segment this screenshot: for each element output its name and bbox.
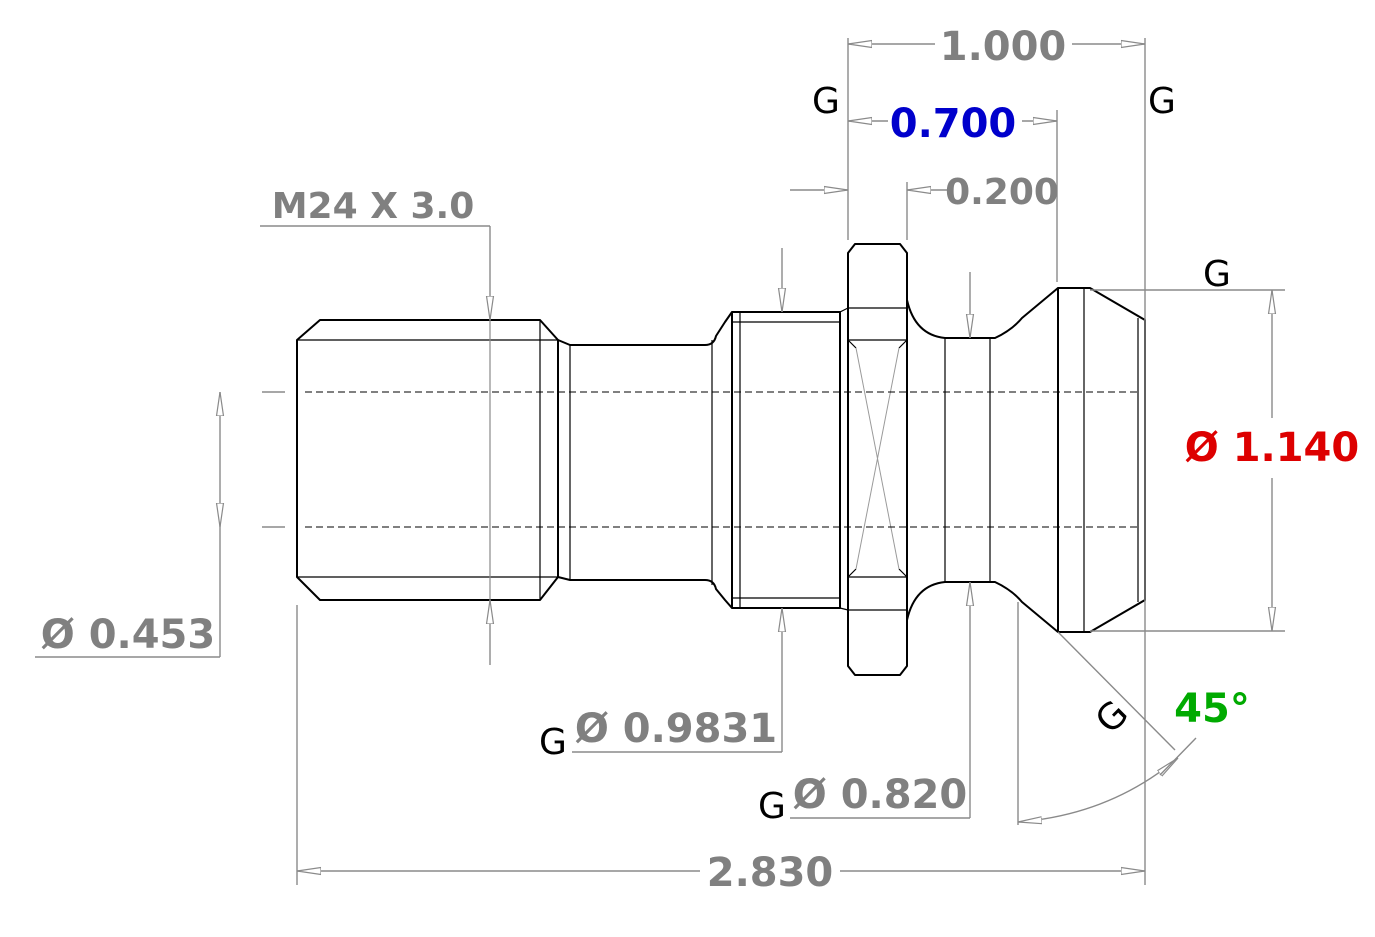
head-span-sub-label: 0.700 xyxy=(890,101,1017,147)
part-outline xyxy=(296,243,1146,676)
grind-symbol-neck: G xyxy=(758,786,786,827)
grind-symbol-head-top: G xyxy=(1203,254,1231,295)
shoulder-diameter-label: Ø 0.9831 xyxy=(575,706,777,752)
thread-section xyxy=(296,319,559,601)
dimension-labels: 2.830 1.000 0.700 0.200 M24 X 3.0 Ø 0.45… xyxy=(41,24,1359,896)
chamfer-angle-label: 45° xyxy=(1174,686,1250,732)
groove-section xyxy=(557,311,733,609)
neck-section xyxy=(906,287,1059,633)
overall-length-label: 2.830 xyxy=(707,850,834,896)
grind-symbol-head-right: G xyxy=(1148,81,1176,122)
bore-diameter-label: Ø 0.453 xyxy=(41,612,215,658)
grind-symbol-head-left: G xyxy=(812,81,840,122)
dimension-lines xyxy=(35,44,1272,871)
flange-gap-label: 0.200 xyxy=(945,172,1059,213)
grind-symbol-shoulder: G xyxy=(539,722,567,763)
extension-lines xyxy=(260,38,1285,885)
thread-spec-label: M24 X 3.0 xyxy=(272,186,475,227)
shoulder-section xyxy=(731,311,841,609)
head-diameter-label: Ø 1.140 xyxy=(1185,425,1359,471)
neck-diameter-label: Ø 0.820 xyxy=(793,772,967,818)
grind-symbol-chamfer: G xyxy=(1088,693,1137,742)
head-span-label: 1.000 xyxy=(940,24,1067,70)
hex-flange xyxy=(847,243,908,676)
head-section xyxy=(1057,287,1146,633)
